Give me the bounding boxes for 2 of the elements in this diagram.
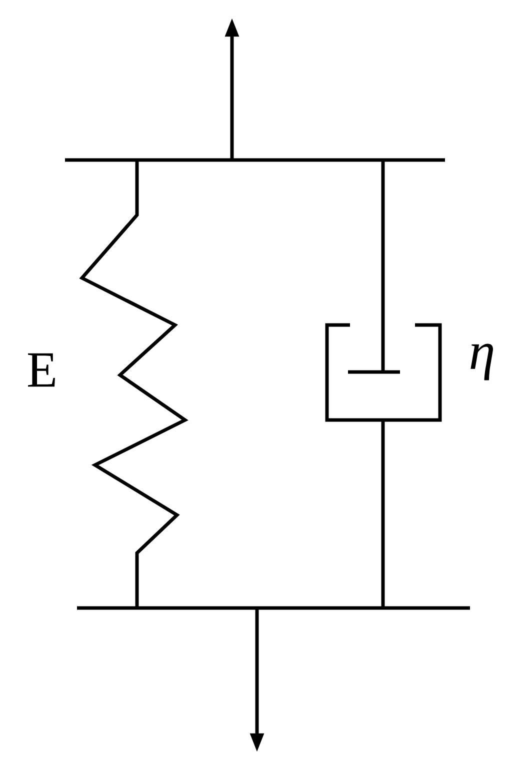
label-text: η bbox=[470, 344, 493, 380]
label-text: E bbox=[28, 353, 55, 387]
